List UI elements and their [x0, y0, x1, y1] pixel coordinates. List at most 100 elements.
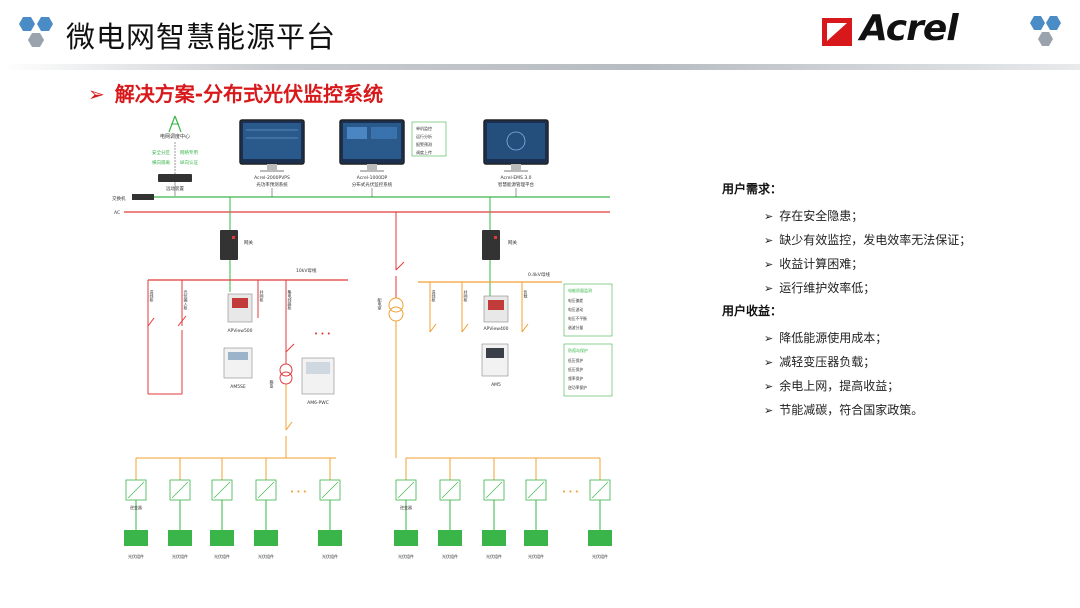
- bullet-icon: ➢: [764, 234, 774, 247]
- power-quality-item-4: 谐波分量: [568, 325, 583, 330]
- bullet-icon: ➢: [764, 356, 774, 369]
- box-transformer-label: 箱变: [270, 379, 275, 389]
- pv-label-l2: 光伏组件: [172, 553, 188, 559]
- anti-islanding-item-2: 低压保护: [568, 367, 583, 372]
- feature-item-4: 调度上传: [416, 149, 432, 155]
- protector-am5-label: AM5: [491, 382, 501, 388]
- need-item-2: ➢ 缺少有效监控，发电效率无法保证；: [764, 228, 1052, 252]
- device-am6-pwc-label: AM6-PWC: [307, 400, 329, 406]
- power-quality-item-3: 电压不平衡: [568, 316, 587, 321]
- features-box: [411, 121, 447, 157]
- benefit-item-4-text: 节能减碳，符合国家政策。: [779, 403, 924, 417]
- pv-label-l1: 光伏组件: [128, 553, 144, 559]
- bullet-icon: ➢: [764, 282, 774, 295]
- section-title-text: 解决方案-分布式光伏监控系统: [114, 82, 384, 106]
- feature-item-2: 运行分析: [416, 133, 432, 139]
- power-quality-box: [563, 283, 613, 337]
- power-quality-title: 电能质量监测: [568, 287, 592, 293]
- protector-am5: [481, 343, 509, 377]
- pv-label-l5: 光伏组件: [322, 553, 338, 559]
- benefit-item-1: ➢ 降低能源使用成本；: [764, 326, 1052, 350]
- benefits-title: 用户收益：: [722, 304, 783, 318]
- section-title: ➢ 解决方案-分布式光伏监控系统: [88, 78, 383, 107]
- left-pv-ellipsis: • • •: [290, 488, 307, 496]
- pv-panels-right: [394, 530, 612, 546]
- meter-apview400: [483, 295, 509, 323]
- gateway-left-label: 网关: [244, 239, 253, 246]
- brand-name: Acrel: [860, 8, 959, 49]
- anti-islanding-item-4: 逆功率保护: [568, 385, 587, 390]
- benefit-item-3: ➢余电上网，提高收益；: [764, 374, 1052, 398]
- pv-label-r4: 光伏组件: [528, 553, 544, 559]
- need-item-4: ➢ 运行维护效率低；: [764, 276, 1052, 300]
- bullet-icon: ➢: [764, 332, 774, 345]
- inverter-label-right: 逆变器: [400, 504, 412, 510]
- pv-panels-left: [124, 530, 342, 546]
- tag-dedicated-net: 网络专用: [180, 149, 198, 156]
- monitor-ems-name: 智慧能源管理平台: [498, 181, 534, 188]
- bullet-icon: ➢: [764, 258, 774, 271]
- branch-grid-right: 并网柜: [464, 289, 469, 303]
- gateway-right-label: 网关: [508, 239, 517, 246]
- monitor-pvps: [239, 119, 305, 172]
- monitor-1000dp-name: 分布式光伏监控系统: [352, 181, 393, 188]
- distribution-transformer: [388, 297, 404, 322]
- bullet-icon: ➢: [764, 210, 774, 223]
- tag-horizontal-isolation: 横向隔离: [152, 159, 170, 166]
- brand-logo: Acrel: [820, 8, 1070, 56]
- need-item-3-text: 收益计算困难；: [779, 257, 864, 271]
- branch-load: 负载: [524, 289, 529, 299]
- tag-security-zone: 安全分区: [152, 149, 170, 156]
- anti-islanding-item-1: 低压保护: [568, 358, 583, 363]
- need-item-2-text: 缺少有效监控，发电效率无法保证；: [779, 233, 972, 247]
- info-panel: 用户需求： ➢存在安全隐患； ➢缺少有效监控，发电效率无法保证； ➢收益计算困难…: [722, 180, 1052, 422]
- power-quality-item-1: 电压偏差: [568, 298, 583, 303]
- network-switch: [132, 194, 154, 200]
- inverter-row-left: [125, 458, 341, 530]
- pv-label-l4: 光伏组件: [258, 553, 274, 559]
- right-pv-ellipsis: • • •: [562, 488, 579, 496]
- system-diagram: 电网调度中心 安全分区 网络专用 横向隔离 纵向认证 远动装置 Acrel-20…: [112, 115, 613, 559]
- pv-label-l3: 光伏组件: [214, 553, 230, 559]
- header: 微电网智慧能源平台 Acrel: [0, 0, 1080, 70]
- power-quality-item-2: 电压波动: [568, 307, 583, 312]
- benefit-item-4: ➢ 节能减碳，符合国家政策。: [764, 398, 1052, 422]
- feature-item-1: 单机监控: [416, 125, 432, 131]
- benefit-item-3-text: 余电上网，提高收益；: [779, 379, 900, 393]
- device-am6-pwc: [301, 357, 335, 395]
- pv-label-r5: 光伏组件: [592, 553, 608, 559]
- branch-pv-input: 光伏输入柜: [184, 289, 189, 311]
- need-item-1: ➢ 存在安全隐患；: [764, 204, 1052, 228]
- protector-am5se-label: AM5SE: [230, 384, 246, 390]
- header-divider: [0, 64, 1080, 70]
- anti-islanding-item-3: 频率保护: [568, 376, 583, 381]
- dispatch-center-label: 电网调度中心: [160, 133, 190, 140]
- monitor-pvps-name: 光功率预测系统: [256, 181, 288, 188]
- benefit-item-1-text: 降低能源使用成本；: [779, 331, 888, 345]
- benefit-item-2: ➢减轻变压器负载；: [764, 350, 1052, 374]
- inverter-label-left: 逆变器: [130, 504, 142, 510]
- anti-islanding-title: 防孤岛保护: [568, 347, 588, 353]
- dispatch-tower-icon: [168, 115, 182, 133]
- box-transformer-left: [279, 363, 293, 385]
- tag-vertical-auth: 纵向认证: [180, 159, 198, 166]
- pv-label-r3: 光伏组件: [486, 553, 502, 559]
- meter-apview500-label: APView500: [227, 328, 252, 334]
- branch-incoming-left: 进线柜: [150, 289, 155, 303]
- anti-islanding-box: [563, 343, 613, 397]
- bullet-icon: ➢: [764, 404, 774, 417]
- distribution-room-label: 配电室: [378, 298, 383, 310]
- monitor-1000dp-model: Acrel-1000DP: [357, 175, 388, 181]
- telecontrol-device: [158, 174, 192, 182]
- meter-apview400-label: APView400: [483, 326, 508, 332]
- monitor-ems-model: Acrel-EMS 3.0: [500, 175, 531, 181]
- switch-label: 交换机: [112, 195, 126, 202]
- inverter-row-right: [395, 458, 611, 530]
- monitor-1000dp: [339, 119, 405, 172]
- subtitle-arrow: ➢: [88, 82, 105, 106]
- bus-04kv-label: 0.4kV母线: [528, 271, 550, 278]
- need-item-1-text: 存在安全隐患；: [779, 209, 864, 223]
- gateway-left: [220, 197, 238, 260]
- acrel-mark-icon: [822, 18, 852, 46]
- need-item-4-text: 运行维护效率低；: [779, 281, 876, 295]
